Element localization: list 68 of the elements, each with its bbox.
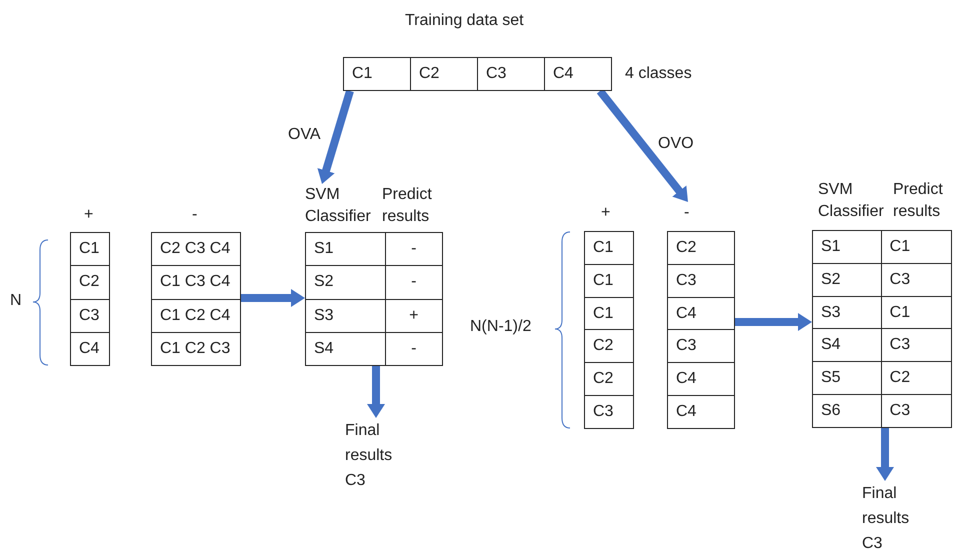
- column-header: -: [192, 205, 198, 225]
- block-arrow: [317, 90, 354, 184]
- table-cell: C1: [70, 232, 110, 266]
- table-cell: S2: [812, 263, 882, 296]
- table-cell: C2: [668, 232, 734, 264]
- result-text: C3: [862, 534, 884, 551]
- table-cell: C3: [881, 328, 952, 362]
- table-cell: +: [385, 299, 442, 332]
- table-cell: C3: [70, 299, 110, 332]
- table-title: Training data set: [405, 11, 524, 31]
- column-header: Predict results: [893, 180, 944, 222]
- block-arrow: [596, 88, 688, 202]
- column-header: +: [601, 203, 612, 223]
- table-cell: S2: [306, 266, 386, 299]
- edge-label: OVA: [288, 126, 321, 144]
- table-cell: S3: [306, 299, 386, 332]
- table-cell: C3: [668, 330, 734, 363]
- table-cell: C1 C2 C3: [152, 332, 240, 366]
- table-cell: C1: [881, 296, 952, 329]
- table-cell: C4: [668, 362, 734, 396]
- table-cell: C2 C3 C4: [152, 232, 240, 266]
- column-header: Predict results: [382, 185, 433, 227]
- table-cell: C1: [344, 58, 410, 90]
- table-cell: C3: [881, 394, 952, 428]
- result-text: Final results: [862, 484, 910, 529]
- table-cell: C1: [584, 264, 634, 298]
- table-cell: C3: [668, 264, 734, 298]
- column-header: SVM Classifier: [818, 180, 885, 222]
- column-header: +: [84, 205, 94, 225]
- block-arrow: [735, 313, 812, 331]
- table-cell: -: [385, 332, 442, 366]
- table-cell: C4: [70, 332, 110, 366]
- table-cell: C2: [881, 362, 952, 395]
- table-cell: C4: [668, 297, 734, 330]
- table-cell: C1: [584, 297, 634, 330]
- table-cell: C3: [478, 58, 544, 90]
- table-cell: C1: [881, 230, 952, 264]
- table-cell: S1: [812, 230, 882, 264]
- bracket-label: N(N-1)/2: [470, 318, 532, 336]
- bracket-label: N: [10, 292, 22, 310]
- result-text: Final results: [345, 421, 394, 466]
- table-cell: S4: [306, 332, 386, 366]
- block-arrow: [367, 366, 385, 418]
- table-cell: C2: [584, 362, 634, 396]
- table-cell: C4: [668, 396, 734, 428]
- table-cell: S1: [306, 232, 386, 266]
- column-header: SVM Classifier: [305, 185, 372, 227]
- table-cell: C3: [584, 396, 634, 428]
- side-note: 4 classes: [625, 65, 692, 83]
- table-cell: C2: [584, 330, 634, 363]
- block-arrow: [241, 289, 305, 307]
- table-cell: C1 C3 C4: [152, 266, 240, 299]
- table-cell: S3: [812, 296, 882, 329]
- table-cell: C2: [70, 266, 110, 299]
- table-cell: -: [385, 266, 442, 299]
- table-cell: S4: [812, 328, 882, 362]
- table-cell: C3: [881, 263, 952, 296]
- table-cell: C1: [584, 232, 634, 264]
- block-arrow: [876, 428, 894, 481]
- edge-label: OVO: [658, 134, 694, 152]
- table-cell: S6: [812, 394, 882, 428]
- table-cell: C1 C2 C4: [152, 299, 240, 332]
- table-cell: C2: [410, 58, 478, 90]
- table-cell: S5: [812, 362, 882, 395]
- result-text: C3: [345, 471, 366, 491]
- column-header: -: [684, 203, 690, 223]
- table-cell: C4: [544, 58, 612, 90]
- table-cell: -: [385, 232, 442, 266]
